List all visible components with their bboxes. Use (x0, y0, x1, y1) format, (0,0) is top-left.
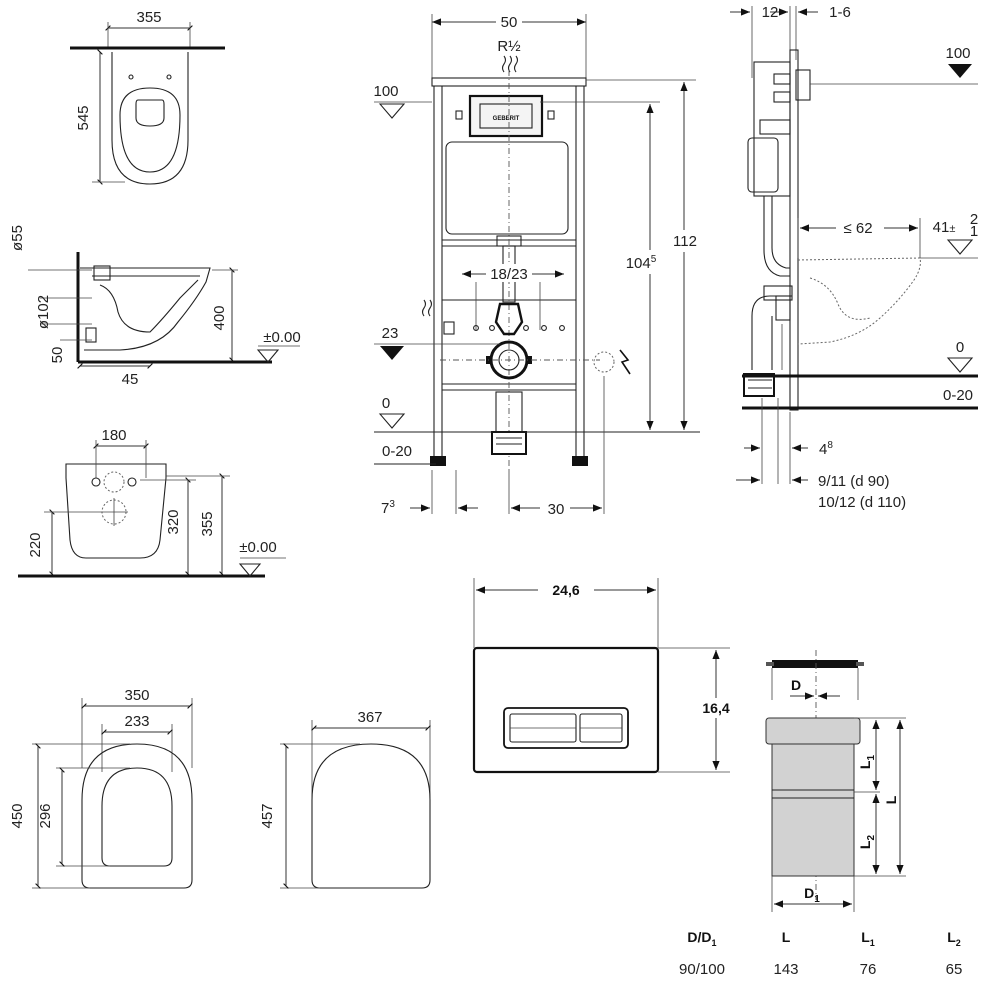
side-wall-label: 48 (819, 440, 833, 458)
bolt-spacing-label: 180 (101, 427, 126, 444)
toilet-side-view: ø55 ø102 400 50 45 ±0.00 (9, 225, 301, 388)
flush-plate (468, 94, 544, 138)
seat-view: 350 233 450 296 (9, 687, 193, 889)
frame-left-offset: 73 (381, 499, 395, 517)
bowl-outline (65, 463, 167, 559)
plate-outline (472, 646, 660, 774)
front-h-bolt: 220 (27, 532, 44, 557)
table-header-d: D/D1 (687, 929, 716, 948)
toilet-top-view: 355 545 (70, 9, 225, 185)
side-top-a: 12 (762, 4, 779, 21)
lid-width-label: 367 (357, 709, 382, 726)
table-cell-l2: 65 (946, 961, 963, 978)
table-header-l2: L2 (947, 929, 961, 948)
plate-height-label: 16,4 (702, 700, 729, 716)
power-socket (593, 351, 615, 373)
lid-height-label: 457 (259, 803, 276, 828)
seat-opening (101, 767, 173, 867)
front-h-total: 355 (199, 511, 216, 536)
outlet-dia-label: ø102 (35, 295, 52, 329)
brand-label: GEBERIT (493, 116, 520, 122)
side-d90-label: 9/11 (d 90) (818, 473, 889, 490)
plate-button-frame (503, 707, 629, 749)
level-100-label: 100 (373, 83, 398, 100)
level-label: ±0.00 (263, 329, 300, 346)
toilet-top-width: 355 (136, 9, 161, 26)
frame-inner-height: 1045 (626, 254, 657, 272)
toilet-height-label: 400 (211, 305, 228, 330)
frame-side-view: 12 1-6 ≤ 62 100 41± (730, 4, 978, 511)
bolt-spacing-label: 18/23 (490, 266, 528, 283)
frame-body (753, 61, 791, 197)
level-0-label: 0 (382, 395, 390, 412)
pipe-l-label: L (883, 795, 899, 804)
table-cell-l: 143 (773, 961, 798, 978)
toilet-front-view: 180 220 320 355 ±0.00 (18, 427, 286, 578)
bowl-rim (119, 87, 181, 173)
table-cell-d: 90/100 (679, 961, 725, 978)
water-label: R½ (497, 38, 521, 55)
table-header-l1: L1 (861, 929, 875, 948)
bowl-outline (80, 267, 211, 351)
seat-outer-width: 350 (124, 687, 149, 704)
pipe-body (771, 743, 855, 877)
pipe-d-label: D (791, 677, 801, 693)
offset-h-label: 45 (122, 371, 139, 388)
bowl-outline (111, 52, 189, 185)
pipe-socket (765, 717, 861, 745)
flush-outlet (494, 302, 524, 336)
floor-label: 0-20 (382, 443, 412, 460)
table-cell-l1: 76 (860, 961, 877, 978)
side-tol-up: 2 (970, 211, 978, 228)
seat-outline (81, 743, 193, 889)
pipe-spec-table: D/D1 L L1 L2 90/100 143 76 65 (679, 929, 962, 978)
side-level-0: 0 (956, 339, 964, 356)
seat-inner-width: 233 (124, 713, 149, 730)
pipe-adapter-view: D L1 L2 L D1 (765, 650, 906, 912)
bowl-outline (797, 257, 921, 345)
toilet-top-depth: 545 (75, 105, 92, 130)
frame-total-height: 112 (673, 233, 697, 250)
bowl-drain (135, 99, 165, 127)
offset-v-label: 50 (49, 347, 66, 364)
side-d110-label: 10/12 (d 110) (818, 494, 906, 511)
seat-inner-height: 296 (37, 803, 54, 828)
side-tol-down: 1 (970, 223, 978, 240)
water-inlet-icon (501, 55, 519, 73)
pipe-cap (772, 660, 858, 668)
frame-front-view: 50 R½ GEBERIT 18/23 (373, 12, 700, 518)
side-floor-label: 0-20 (943, 387, 973, 404)
pipe-l1-label: L1 (857, 755, 877, 770)
side-level-100: 100 (945, 45, 970, 62)
side-level-41: 41± (933, 219, 956, 236)
cistern (445, 141, 569, 235)
front-level-label: ±0.00 (239, 539, 276, 556)
flush-plate-view: 24,6 16,4 (472, 578, 738, 774)
electric-icon (619, 349, 631, 375)
frame-width-label: 50 (501, 14, 518, 31)
pipe-dia-label: ø55 (9, 225, 26, 251)
bowl-trap (99, 279, 199, 333)
lid-view: 367 457 (259, 709, 431, 889)
lid-outline (311, 743, 431, 889)
frame-right-offset: 30 (548, 501, 565, 518)
pipe-l2-label: L2 (857, 835, 877, 850)
plate-width-label: 24,6 (552, 582, 579, 598)
side-top-b: 1-6 (829, 4, 851, 21)
reach-label: ≤ 62 (843, 220, 872, 237)
seat-outer-height: 450 (9, 803, 26, 828)
table-header-l: L (782, 929, 791, 945)
front-h-mid: 320 (165, 509, 182, 534)
pipe-d1-label: D1 (804, 885, 820, 905)
level-23-label: 23 (382, 325, 399, 342)
water-supply-icon (421, 299, 433, 317)
